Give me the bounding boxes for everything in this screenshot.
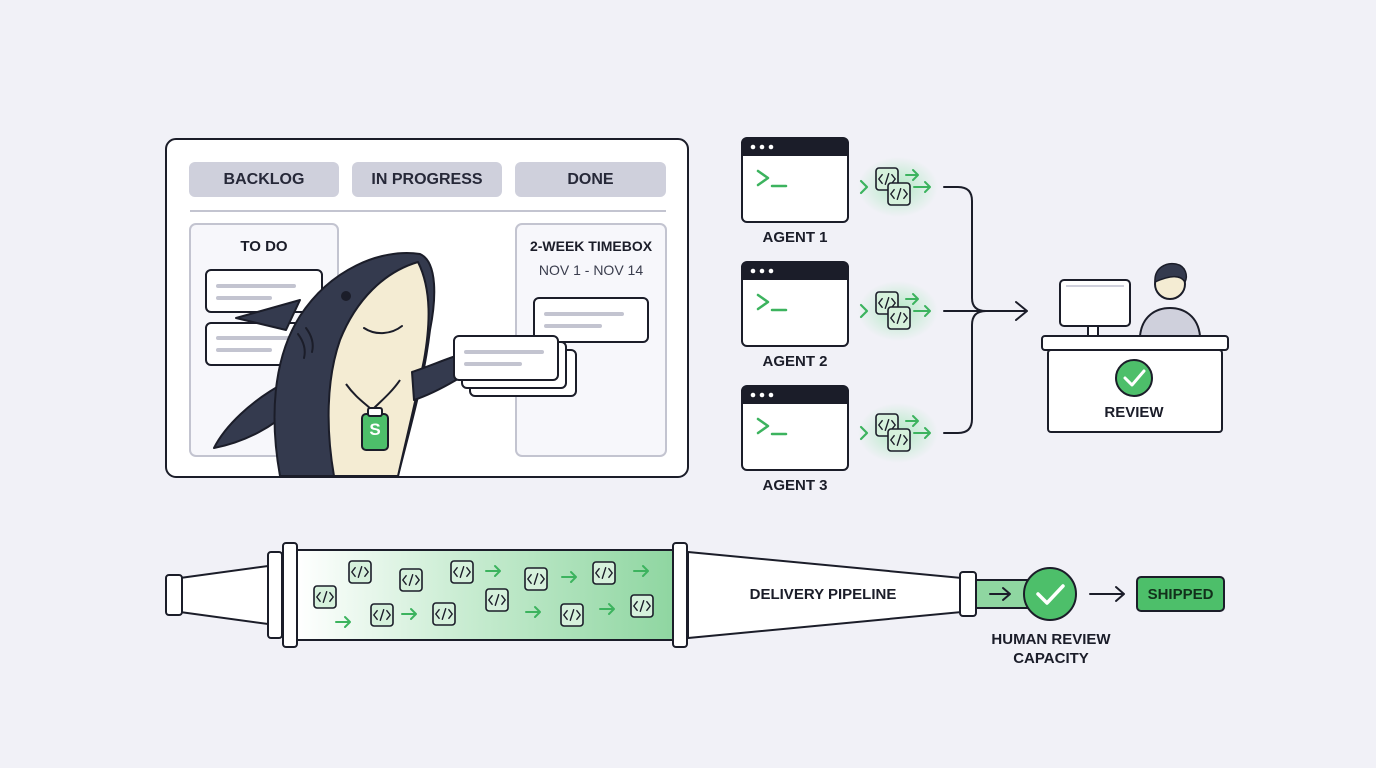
arrow-icon — [913, 427, 931, 439]
code-chip-icon — [887, 182, 911, 206]
code-chip-icon — [560, 603, 584, 627]
code-chip-icon — [399, 568, 423, 592]
delivery-pipeline — [165, 542, 1125, 648]
bottleneck-label: HUMAN REVIEW CAPACITY — [976, 630, 1126, 668]
checkmark-icon — [1115, 359, 1153, 397]
agent-window-2[interactable] — [741, 261, 849, 347]
agent-label-1: AGENT 1 — [762, 229, 828, 246]
arrow-icon — [335, 616, 351, 628]
arrow-icon — [525, 606, 541, 618]
pipeline-code-chips — [313, 560, 654, 628]
bottleneck-label-line2: CAPACITY — [1013, 650, 1089, 667]
agent-label-3: AGENT 3 — [762, 477, 828, 494]
badge-logo: S — [369, 420, 381, 439]
code-chip-icon — [630, 594, 654, 618]
timebox-dates: NOV 1 - NOV 14 — [538, 262, 644, 278]
code-chip-icon — [450, 560, 474, 584]
arrow-icon — [1089, 586, 1125, 602]
code-chip-icon — [887, 428, 911, 452]
arrow-icon — [905, 293, 919, 305]
column-label: BACKLOG — [223, 170, 305, 188]
chevron-right-icon — [859, 303, 869, 319]
code-chip-icon — [524, 567, 548, 591]
column-label: IN PROGRESS — [371, 170, 483, 188]
person-icon — [1138, 262, 1202, 337]
shipped-badge[interactable]: SHIPPED — [1136, 576, 1225, 612]
code-chip-icon — [313, 585, 337, 609]
code-chip-icon — [370, 603, 394, 627]
pipeline-label: DELIVERY PIPELINE — [749, 586, 897, 603]
code-chip-icon — [432, 602, 456, 626]
column-backlog[interactable]: BACKLOG — [189, 162, 339, 197]
arrow-icon — [561, 571, 577, 583]
arrow-icon — [905, 415, 919, 427]
kanban-board — [165, 138, 689, 478]
column-done[interactable]: DONE — [515, 162, 666, 197]
arrow-icon — [913, 305, 931, 317]
terminal-icon — [756, 417, 788, 436]
timebox-card[interactable] — [533, 297, 649, 343]
todo-card[interactable] — [205, 269, 323, 313]
arrow-icon — [485, 565, 501, 577]
monitor-icon — [1059, 279, 1131, 337]
arrow-icon — [913, 181, 931, 193]
terminal-icon — [756, 169, 788, 188]
arrow-icon — [633, 565, 649, 577]
code-chip-icon — [887, 306, 911, 330]
column-in-progress[interactable]: IN PROGRESS — [352, 162, 502, 197]
agent-window-3[interactable] — [741, 385, 849, 471]
review-label: REVIEW — [1104, 404, 1164, 421]
merge-connector — [943, 186, 1028, 434]
terminal-icon — [756, 293, 788, 312]
review-station — [1041, 262, 1229, 433]
shipped-label: SHIPPED — [1147, 585, 1214, 603]
bottleneck-label-line1: HUMAN REVIEW — [991, 631, 1111, 648]
shark-mascot — [213, 252, 467, 477]
agent-label-2: AGENT 2 — [762, 353, 828, 370]
code-chip-icon — [485, 588, 509, 612]
chevron-right-icon — [859, 179, 869, 195]
agent-output-chips — [858, 157, 938, 463]
agent-window-1[interactable] — [741, 137, 849, 223]
chevron-right-icon — [859, 425, 869, 441]
arrow-icon — [401, 608, 417, 620]
timebox-label: 2-WEEK TIMEBOX — [529, 238, 653, 254]
arrow-icon — [599, 603, 615, 615]
code-chip-icon — [592, 561, 616, 585]
checkmark-icon — [1023, 567, 1077, 621]
todo-label: TO DO — [240, 238, 288, 255]
arrow-icon — [905, 169, 919, 181]
column-label: DONE — [567, 170, 614, 188]
moving-card-stack[interactable] — [453, 335, 577, 397]
code-chip-icon — [348, 560, 372, 584]
